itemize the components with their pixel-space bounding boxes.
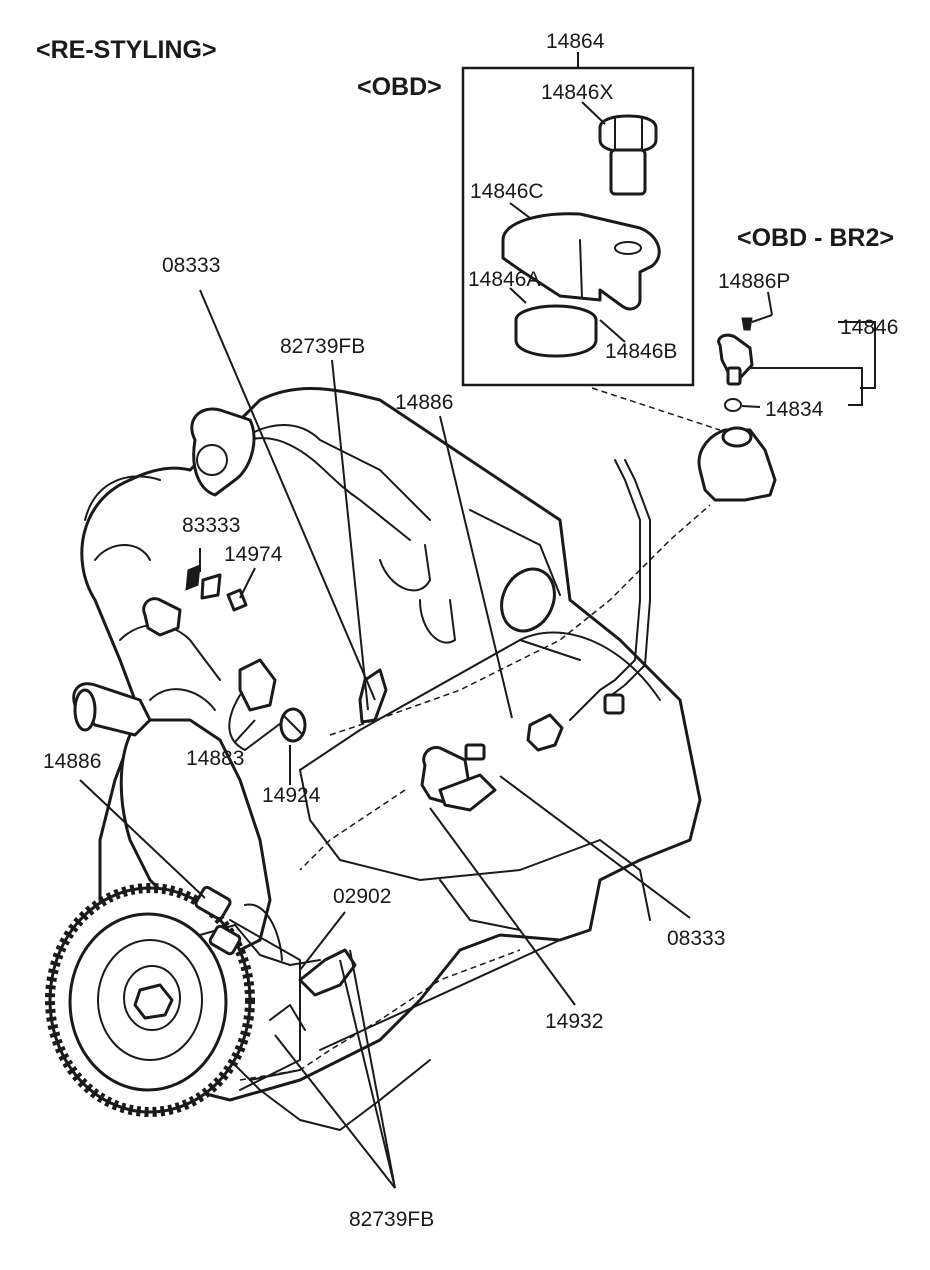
obd-inset xyxy=(461,66,695,387)
label-83333: 83333 xyxy=(182,514,240,537)
diagram-labels: <RE-STYLING> <OBD> <OBD - BR2> 14864 148… xyxy=(36,30,898,1231)
plate-14846c-drawing xyxy=(501,212,661,311)
leader-lines xyxy=(79,52,876,1189)
label-14883: 14883 xyxy=(186,747,244,770)
label-14924: 14924 xyxy=(262,784,321,807)
label-14886p: 14886P xyxy=(718,270,790,293)
flywheel-illustration xyxy=(45,883,301,1117)
label-14932: 14932 xyxy=(545,1010,603,1033)
label-14846a: 14846A xyxy=(468,268,540,291)
label-14834: 14834 xyxy=(765,398,824,421)
label-14864: 14864 xyxy=(546,30,605,53)
label-14846: 14846 xyxy=(840,316,898,339)
label-14846x: 14846X xyxy=(541,81,613,104)
label-02902: 02902 xyxy=(333,885,391,908)
label-14974: 14974 xyxy=(224,543,283,566)
label-08333-top: 08333 xyxy=(162,254,220,277)
label-14886-mid: 14886 xyxy=(395,391,453,414)
label-82739fb-top: 82739FB xyxy=(280,335,365,358)
label-14886-left: 14886 xyxy=(43,750,101,773)
ring-14846a-drawing xyxy=(514,304,598,358)
label-08333-right: 08333 xyxy=(667,927,725,950)
header-obd: <OBD> xyxy=(357,73,442,101)
engine-block-illustration xyxy=(72,386,702,1131)
bolt-14846x-drawing xyxy=(598,114,658,196)
label-14846b: 14846B xyxy=(605,340,677,363)
header-obd-br2: <OBD - BR2> xyxy=(737,224,894,252)
label-14846c: 14846C xyxy=(470,180,544,203)
label-82739fb-bottom: 82739FB xyxy=(349,1208,434,1231)
header-restyling: <RE-STYLING> xyxy=(36,36,217,64)
